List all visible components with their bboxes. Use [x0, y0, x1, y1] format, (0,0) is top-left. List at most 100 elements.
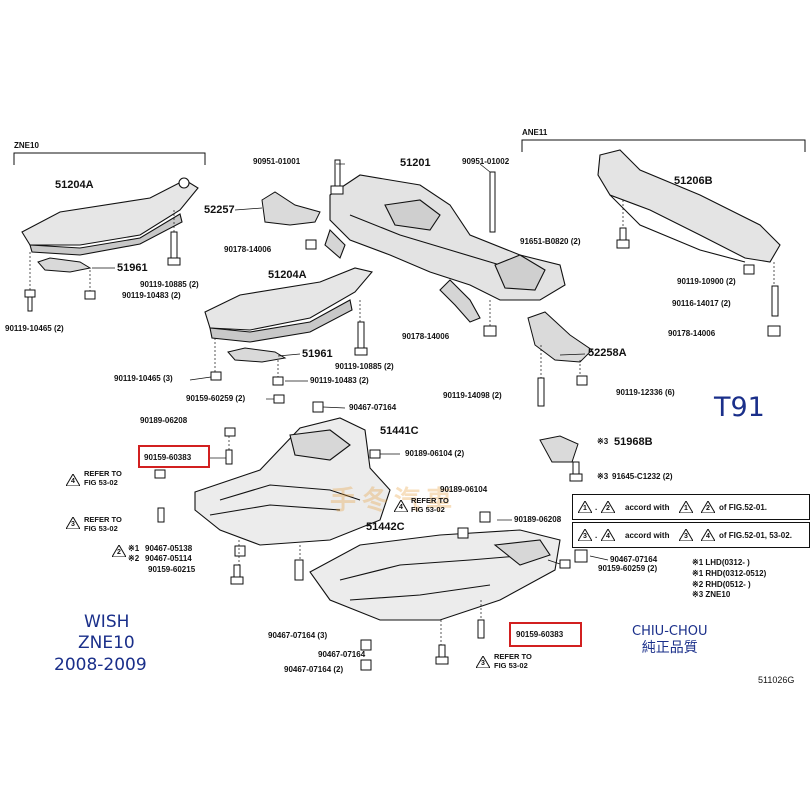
- label-90189-06104-b: 90189-06104: [440, 485, 488, 494]
- clip-90189-06208-b: [479, 511, 491, 523]
- clip-90189-06208-a: [224, 427, 236, 437]
- label-90119-10483-top: 90119-10483 (2): [122, 291, 181, 300]
- legend-num-2a: 3: [583, 533, 587, 540]
- figure-id: 511026G: [758, 675, 795, 685]
- label-90178-14006-c: 90178-14006: [668, 329, 716, 338]
- label-51961-top: 51961: [117, 262, 148, 274]
- bolt-90119-12336: [576, 375, 588, 386]
- bolt-90119-10465-mid: [210, 371, 222, 381]
- bolt-90119-10483-top: [84, 290, 96, 300]
- watermark-text: 手冬汽車: [330, 486, 459, 516]
- refer-num-3b: 3: [481, 660, 485, 667]
- crossmember-51204a-mid: [204, 267, 374, 343]
- refer-label-4b: REFER TO: [411, 496, 449, 505]
- bracket-51961-top: [37, 257, 92, 273]
- refer-num-2: 2: [117, 549, 121, 556]
- refer-fig-4b: FIG 53-02: [411, 504, 445, 514]
- refer-label-4a: REFER TO: [84, 469, 122, 478]
- spacer-90178-14006-a: [305, 239, 317, 250]
- label-90951-01002: 90951-01002: [462, 157, 510, 166]
- label-90189-06104: 90189-06104 (2): [405, 449, 465, 458]
- label-51441c: 51441C: [380, 425, 419, 437]
- legend-text-2: accord with: [625, 531, 670, 540]
- label-90119-10885-mid: 90119-10885 (2): [335, 362, 394, 371]
- model-name: WISH: [84, 612, 130, 632]
- legend-tri-2b: [601, 529, 615, 541]
- bolt-91651-b0820: [616, 227, 630, 249]
- legend-num-1c: 1: [684, 505, 688, 512]
- bracket-51968b: [539, 435, 579, 463]
- crossmember-51204a-top: [21, 177, 199, 256]
- label-90159-60383-a: 90159-60383: [144, 453, 192, 462]
- stud-bolt-90951-01001: [330, 159, 344, 195]
- clip-90467-07164-b: [574, 549, 588, 563]
- label-91651-b0820: 91651-B0820 (2): [520, 237, 581, 246]
- legend-tri-1d: [701, 501, 715, 513]
- refer-fig-3b: FIG 53-02: [494, 660, 528, 670]
- model-info: WISH ZNE10 2008-2009: [54, 612, 147, 676]
- label-90189-06208-a: 90189-06208: [140, 416, 188, 425]
- bolt-90119-10885-top: [167, 231, 181, 266]
- clip-90189-06104-b: [457, 527, 469, 539]
- clip-90467-07164-a: [312, 401, 324, 413]
- model-years: 2008-2009: [54, 654, 147, 675]
- legend-sep-2: .: [595, 531, 598, 540]
- refer-fig-3a: FIG 53-02: [84, 523, 118, 533]
- label-90119-10900: 90119-10900 (2): [677, 277, 736, 286]
- label-51206b: 51206B: [674, 175, 713, 187]
- label-51442c: 51442C: [366, 521, 405, 533]
- legend-num-1a: 1: [583, 505, 587, 512]
- spacer-90178-14006-c: [767, 325, 781, 337]
- refer-triangle-2: [112, 545, 126, 557]
- refer-label-3b: REFER TO: [494, 652, 532, 661]
- label-90178-14006-b: 90178-14006: [402, 332, 450, 341]
- section-bracket-zne10: [13, 152, 206, 165]
- marker-m1: ※1: [128, 544, 140, 553]
- crossmember-51206b: [597, 149, 781, 263]
- highlight-90159-60383-b: [509, 622, 582, 647]
- variant-notes: ※1 LHD(0312- ) ※1 RHD(0312-0512) ※2 RHD(…: [692, 558, 766, 601]
- legend-num-2c: 3: [684, 533, 688, 540]
- label-52258a: 52258A: [588, 347, 627, 359]
- legend-tri-1a: [578, 501, 592, 513]
- label-51201: 51201: [400, 157, 431, 169]
- spacer-90178-14006-b: [483, 325, 497, 337]
- note-1: ※1 LHD(0312- ): [692, 558, 750, 567]
- label-51204a-mid: 51204A: [268, 269, 307, 281]
- refer-triangle-4a: [66, 474, 80, 486]
- label-91645-c1232: 91645-C1232 (2): [612, 472, 673, 481]
- legend-num-1b: 2: [606, 505, 610, 512]
- bracket-51961-mid: [227, 347, 287, 363]
- legend-tail-2: of FIG.52-01, 53-02.: [719, 531, 792, 540]
- label-leaders: [92, 163, 609, 565]
- legend-sep-1: .: [595, 503, 598, 512]
- refer-triangle-3b: [476, 656, 490, 668]
- brand-chinese: 純正品質: [641, 639, 698, 656]
- refer-num-4a: 4: [71, 478, 75, 485]
- label-90119-12336: 90119-12336 (6): [616, 388, 675, 397]
- label-90467-07164-a: 90467-07164: [349, 403, 397, 412]
- bolt-refer-3a: [157, 507, 165, 523]
- clip-90467-07164-e: [360, 659, 372, 671]
- legend-num-2b: 4: [606, 533, 610, 540]
- refer-label-3a: REFER TO: [84, 515, 122, 524]
- bolt-refer-4b: [435, 644, 449, 665]
- label-90159-60259-a: 90159-60259 (2): [186, 394, 246, 403]
- label-52257: 52257: [204, 204, 235, 216]
- legend-tri-2c: [679, 529, 693, 541]
- legend-num-2d: 4: [706, 533, 710, 540]
- legend-text-1: accord with: [625, 503, 670, 512]
- label-90467-07164-c: 90467-07164 (3): [268, 631, 328, 640]
- bolt-90159-60215: [230, 564, 244, 585]
- label-51961-mid: 51961: [302, 348, 333, 360]
- label-90178-14006-a: 90178-14006: [224, 245, 272, 254]
- legend-tri-1c: [679, 501, 693, 513]
- bolt-90159-60259-a: [273, 394, 285, 404]
- label-90119-10465-mid: 90119-10465 (3): [114, 374, 173, 383]
- legend-num-1d: 2: [706, 505, 710, 512]
- legend-tri-2d: [701, 529, 715, 541]
